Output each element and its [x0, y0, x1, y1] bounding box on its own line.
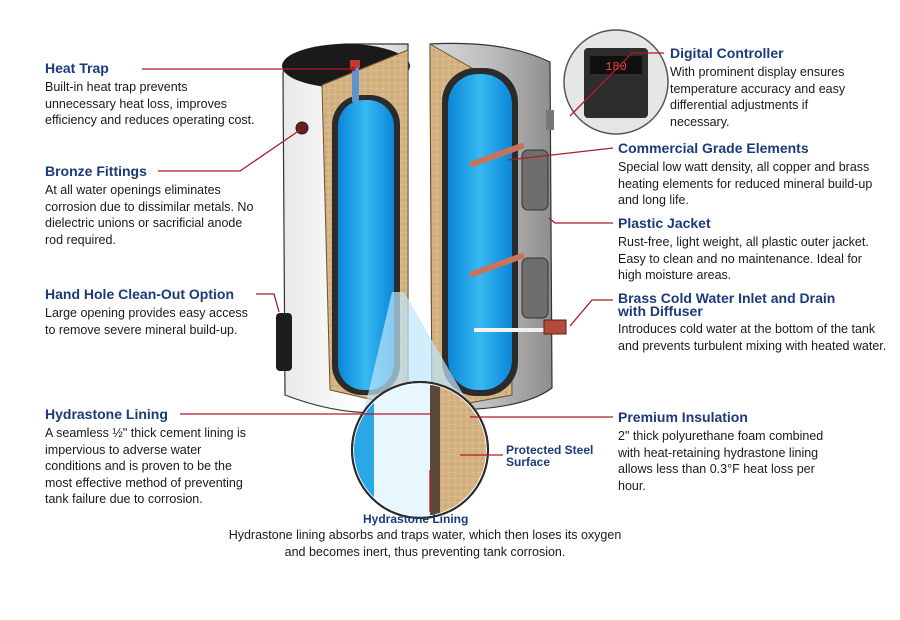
premium-insulation-desc: 2" thick polyurethane foam combined with…	[618, 429, 824, 493]
commercial-elements-desc: Special low watt density, all copper and…	[618, 160, 873, 208]
callout-heat-trap: Heat Trap Built-in heat trap prevents un…	[45, 60, 260, 129]
protected-steel-label: Protected Steel Surface	[506, 443, 594, 469]
hand-hole-desc: Large opening provides easy access to re…	[45, 306, 248, 337]
leader-dot	[350, 66, 356, 72]
hydrastone-detail-label: Hydrastone Lining	[363, 512, 469, 526]
bronze-fittings-desc: At all water openings eliminates corrosi…	[45, 183, 254, 247]
heat-trap-title: Heat Trap	[45, 60, 109, 76]
controller-inset: 180	[563, 29, 669, 135]
digital-controller-title: Digital Controller	[670, 45, 784, 61]
bronze-fittings-title: Bronze Fittings	[45, 163, 147, 179]
heat-trap-desc: Built-in heat trap prevents unnecessary …	[45, 80, 255, 128]
hand-hole-title: Hand Hole Clean-Out Option	[45, 286, 234, 302]
premium-insulation-title: Premium Insulation	[618, 409, 748, 425]
callout-commercial-elements: Commercial Grade Elements Special low wa…	[618, 140, 888, 209]
hydrastone-lining-desc: A seamless ½" thick cement lining is imp…	[45, 426, 247, 507]
digital-controller-desc: With prominent display ensures temperatu…	[670, 65, 846, 129]
brass-inlet-title: Brass Cold Water Inlet and Drain with Di…	[618, 290, 836, 319]
callout-plastic-jacket: Plastic Jacket Rust-free, light weight, …	[618, 215, 888, 284]
callout-hydrastone-lining: Hydrastone Lining A seamless ½" thick ce…	[45, 406, 255, 508]
callout-hand-hole: Hand Hole Clean-Out Option Large opening…	[45, 286, 260, 338]
brass-inlet-desc: Introduces cold water at the bottom of t…	[618, 322, 887, 353]
leader-lines	[142, 52, 664, 512]
commercial-elements-title: Commercial Grade Elements	[618, 140, 809, 156]
callout-digital-controller: Digital Controller With prominent displa…	[670, 45, 890, 130]
plastic-jacket-title: Plastic Jacket	[618, 215, 711, 231]
callout-brass-inlet: Brass Cold Water Inlet and Drain with Di…	[618, 290, 888, 354]
callout-premium-insulation: Premium Insulation 2" thick polyurethane…	[618, 409, 858, 494]
plastic-jacket-desc: Rust-free, light weight, all plastic out…	[618, 235, 869, 283]
right-tank-half	[429, 42, 567, 411]
bottom-caption: Hydrastone lining absorbs and traps wate…	[228, 528, 622, 559]
callout-bronze-fittings: Bronze Fittings At all water openings el…	[45, 163, 260, 248]
left-tank-half	[276, 43, 410, 414]
hydrastone-lining-title: Hydrastone Lining	[45, 406, 168, 422]
